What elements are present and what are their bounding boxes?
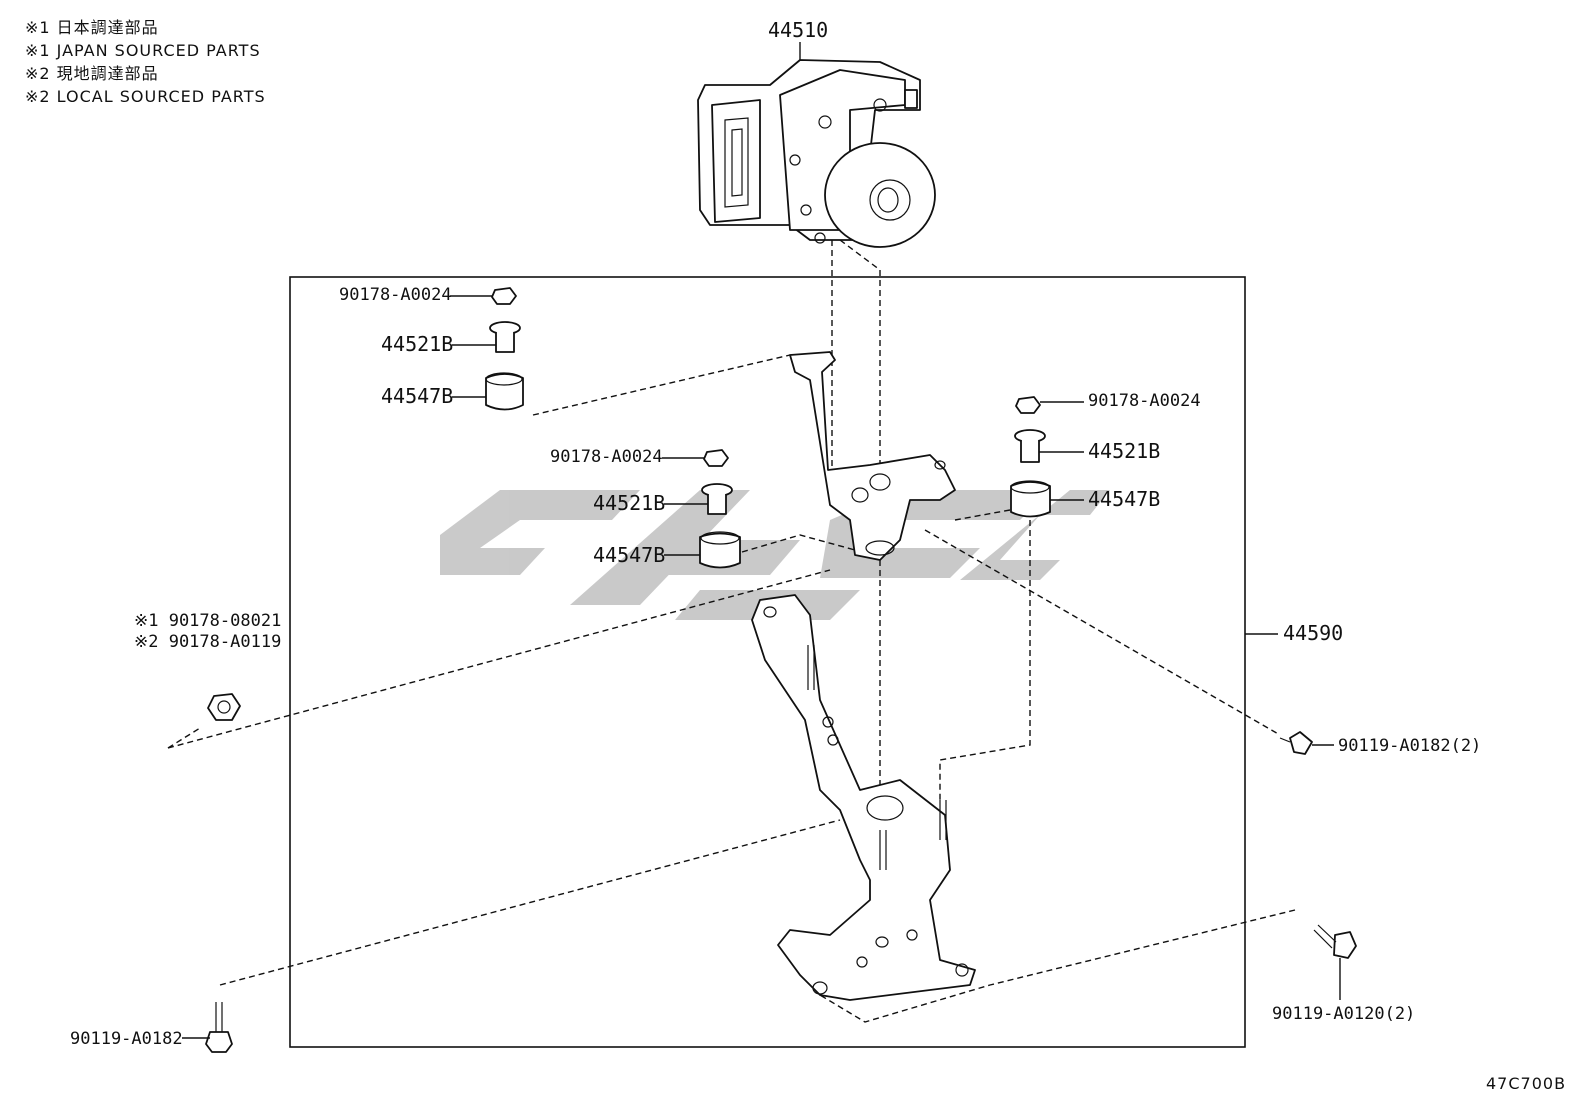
collar-right[interactable] — [1014, 429, 1046, 463]
nut-left[interactable] — [491, 287, 517, 305]
assembly-frame — [289, 276, 1246, 1048]
label-nut-sourced-1[interactable]: ※1 90178-08021 — [134, 611, 281, 631]
flange-nut-left[interactable] — [207, 693, 241, 721]
collar-left[interactable] — [489, 321, 521, 353]
label-cushion-left[interactable]: 44547B — [381, 384, 453, 408]
label-bolt-right-mid[interactable]: 90119-A0182(2) — [1338, 736, 1481, 756]
label-cushion-center[interactable]: 44547B — [593, 543, 665, 567]
figure-code: 47C700B — [1486, 1074, 1566, 1093]
label-nut-right[interactable]: 90178-A0024 — [1088, 391, 1201, 411]
collar-center[interactable] — [701, 483, 733, 515]
note-line-2: ※1 JAPAN SOURCED PARTS — [25, 41, 261, 60]
note-line-1: ※1 日本調達部品 — [25, 18, 159, 37]
note-line-4: ※2 LOCAL SOURCED PARTS — [25, 87, 266, 106]
label-collar-center[interactable]: 44521B — [593, 491, 665, 515]
cushion-left[interactable] — [485, 372, 524, 411]
cushion-right[interactable] — [1010, 480, 1051, 518]
lower-bracket[interactable] — [751, 594, 976, 1001]
note-line-3: ※2 現地調達部品 — [25, 64, 159, 83]
label-nut-left[interactable]: 90178-A0024 — [339, 285, 452, 305]
bolt-bottom-left[interactable] — [205, 1002, 233, 1053]
abs-actuator-unit[interactable] — [697, 59, 936, 248]
upper-bracket[interactable] — [789, 351, 956, 561]
label-44590[interactable]: 44590 — [1283, 621, 1343, 645]
label-cushion-right[interactable]: 44547B — [1088, 487, 1160, 511]
label-nut-sourced-2[interactable]: ※2 90178-A0119 — [134, 632, 281, 652]
label-44510[interactable]: 44510 — [768, 18, 828, 42]
nut-right[interactable] — [1015, 396, 1041, 414]
nut-center[interactable] — [703, 449, 729, 467]
label-bolt-right-low[interactable]: 90119-A0120(2) — [1272, 1004, 1415, 1024]
label-bolt-bottom-left[interactable]: 90119-A0182 — [70, 1029, 183, 1049]
cushion-center[interactable] — [699, 531, 741, 569]
bolt-right-low[interactable] — [1313, 924, 1357, 959]
label-collar-right[interactable]: 44521B — [1088, 439, 1160, 463]
label-collar-left[interactable]: 44521B — [381, 332, 453, 356]
bolt-right-mid[interactable] — [1279, 731, 1313, 755]
label-nut-center[interactable]: 90178-A0024 — [550, 447, 663, 467]
